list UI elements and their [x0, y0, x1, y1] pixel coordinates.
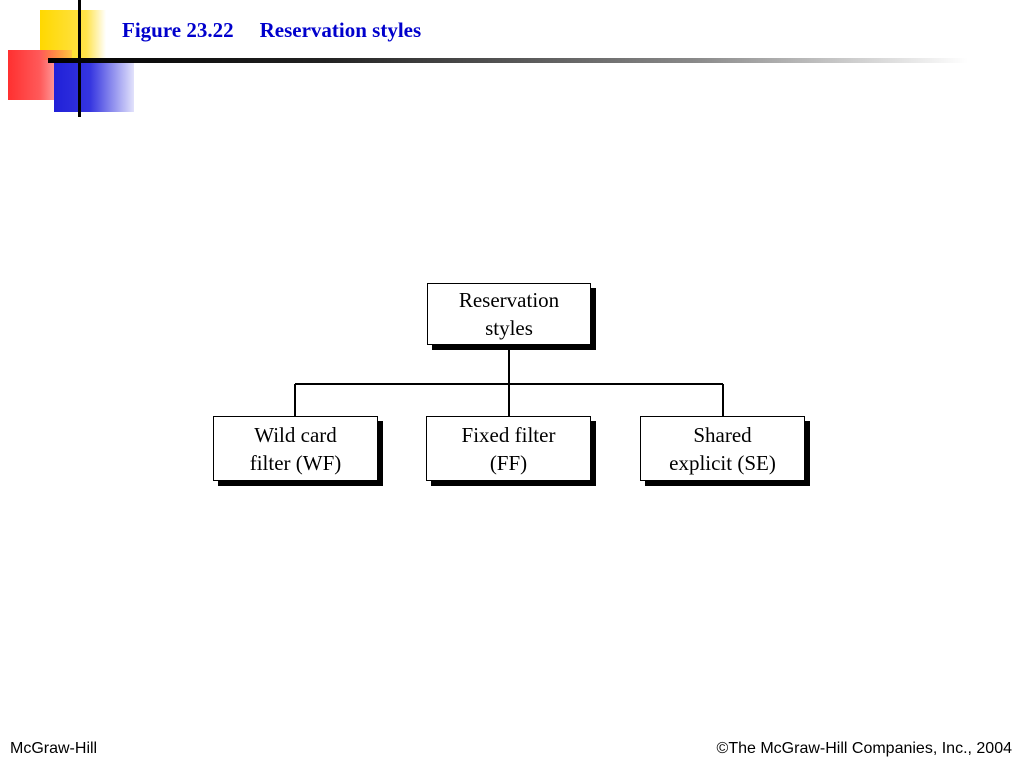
node-label-line1: Shared: [693, 422, 752, 447]
node-label-line2: filter (WF): [249, 450, 342, 475]
node-label-line2: (FF): [489, 450, 528, 475]
node-wild-card-filter: Wild card filter (WF): [213, 416, 378, 481]
figure-number: Figure 23.22: [122, 18, 234, 42]
node-label-line1: Reservation: [458, 288, 560, 312]
node-label-line2: styles: [485, 316, 533, 340]
slide-title: Figure 23.22 Reservation styles: [122, 18, 421, 43]
figure-title: Reservation styles: [259, 18, 422, 42]
footer-publisher: McGraw-Hill: [10, 740, 98, 757]
node-label-line1: Fixed filter: [461, 422, 556, 447]
title-underline-rule: [48, 58, 968, 63]
node-label-line1: Wild card: [254, 422, 337, 447]
footer-copyright: ©The McGraw-Hill Companies, Inc., 2004: [716, 740, 1012, 757]
node-fixed-filter: Fixed filter (FF): [426, 416, 591, 481]
node-reservation-styles: Reservation styles: [427, 283, 591, 345]
decor-blue-square: [54, 60, 134, 112]
node-shared-explicit: Shared explicit (SE): [640, 416, 805, 481]
node-label-line2: explicit (SE): [669, 450, 776, 475]
